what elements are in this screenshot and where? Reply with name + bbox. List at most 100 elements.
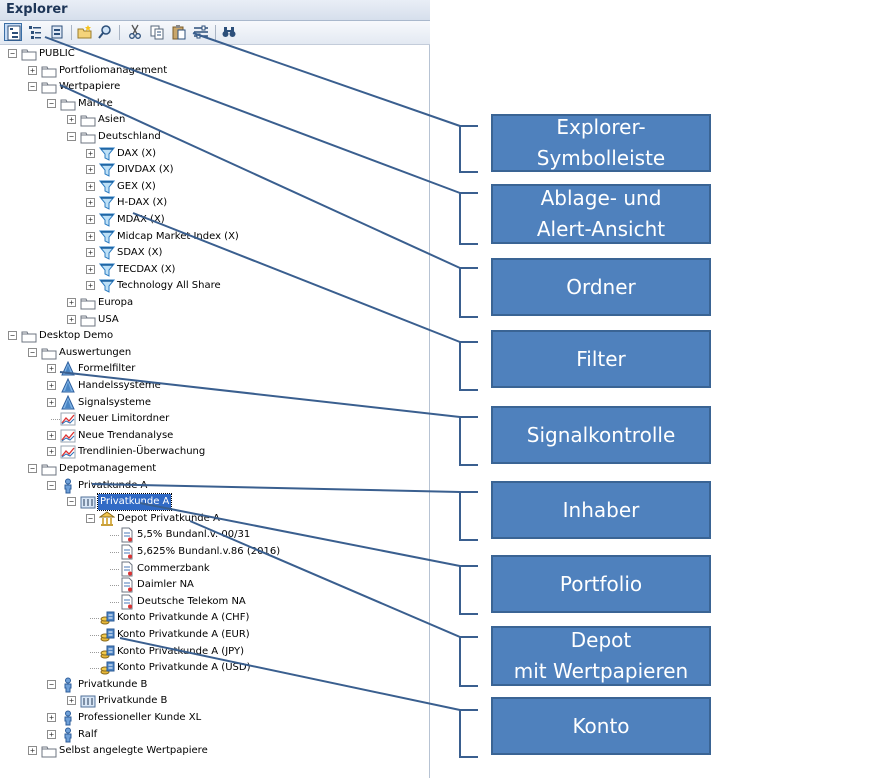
tree-row[interactable]: Konto Privatkunde A (CHF) <box>0 610 428 626</box>
tree-row[interactable]: −Depotmanagement <box>0 461 428 477</box>
expand-icon[interactable]: + <box>86 215 95 224</box>
collapse-icon[interactable]: − <box>67 497 76 506</box>
tree-row[interactable]: −Wertpapiere <box>0 79 428 95</box>
expand-icon[interactable]: + <box>67 315 76 324</box>
tree-row[interactable]: Konto Privatkunde A (USD) <box>0 660 428 676</box>
tree-row[interactable]: Konto Privatkunde A (JPY) <box>0 644 428 660</box>
paste-icon[interactable] <box>170 23 188 41</box>
tree-row[interactable]: −Desktop Demo <box>0 328 428 344</box>
expand-icon[interactable]: + <box>47 398 56 407</box>
tree-item-label: Deutsche Telekom NA <box>137 596 246 607</box>
search-icon[interactable] <box>96 23 114 41</box>
tree-connector <box>110 585 119 586</box>
collapse-icon[interactable]: − <box>67 132 76 141</box>
tree-row[interactable]: +Technology All Share <box>0 278 428 294</box>
tree-row[interactable]: −Privatkunde B <box>0 677 428 693</box>
toolbar-separator <box>215 25 216 40</box>
tree-row[interactable]: Konto Privatkunde A (EUR) <box>0 627 428 643</box>
tree-row[interactable]: +H-DAX (X) <box>0 195 428 211</box>
tree-row[interactable]: +Selbst angelegte Wertpapiere <box>0 743 428 759</box>
tree-row[interactable]: +Asien <box>0 112 428 128</box>
tree-row[interactable]: − Deutschland <box>0 129 428 145</box>
tree-view-icon[interactable] <box>4 23 22 41</box>
folder-icon <box>41 743 57 759</box>
copy-icon[interactable] <box>148 23 166 41</box>
expand-icon[interactable]: + <box>86 149 95 158</box>
list-view-icon[interactable] <box>26 23 44 41</box>
expand-icon[interactable]: + <box>47 381 56 390</box>
collapse-icon[interactable]: − <box>28 464 37 473</box>
tree-row[interactable]: +Professioneller Kunde XL <box>0 710 428 726</box>
filter-icon <box>98 195 116 211</box>
tree-row[interactable]: +Midcap Market Index (X) <box>0 229 428 245</box>
tree-row[interactable]: −Depot Privatkunde A <box>0 511 428 527</box>
tree-row[interactable]: +SDAX (X) <box>0 245 428 261</box>
expand-icon[interactable]: + <box>86 248 95 257</box>
expand-icon[interactable]: + <box>47 713 56 722</box>
new-folder-icon[interactable] <box>76 23 94 41</box>
tree-row[interactable]: Deutsche Telekom NA <box>0 594 428 610</box>
expand-icon[interactable]: + <box>67 696 76 705</box>
callout-text: Ablage- und <box>540 186 662 210</box>
tree-row[interactable]: +Handelssysteme <box>0 377 428 394</box>
expand-icon[interactable]: + <box>86 232 95 241</box>
cut-icon[interactable] <box>126 23 144 41</box>
tree-row[interactable]: +Portfoliomanagement <box>0 63 428 79</box>
collapse-icon[interactable]: − <box>8 49 17 58</box>
storage-view-icon[interactable] <box>48 23 66 41</box>
find-icon[interactable] <box>220 23 238 41</box>
tree-row[interactable]: +GEX (X) <box>0 179 428 195</box>
tree-connector <box>90 652 99 653</box>
tree-item-label: Commerzbank <box>137 563 210 574</box>
tree-row[interactable]: +Formelfilter <box>0 360 428 377</box>
expand-icon[interactable]: + <box>67 115 76 124</box>
tree-row[interactable]: +Privatkunde B <box>0 693 428 709</box>
tree-item-label: USA <box>98 314 119 325</box>
callout-text: Konto <box>572 713 630 738</box>
tree-row[interactable]: −PUBLIC <box>0 46 428 62</box>
expand-icon[interactable]: + <box>67 298 76 307</box>
folder-icon <box>41 345 57 361</box>
tree-row[interactable]: Commerzbank <box>0 561 428 577</box>
tree-row[interactable]: Neuer Limitordner <box>0 411 428 427</box>
collapse-icon[interactable]: − <box>28 82 37 91</box>
collapse-icon[interactable]: − <box>47 481 56 490</box>
tree-row[interactable]: 5,5% Bundanl.v. 00/31 <box>0 527 428 543</box>
expand-icon[interactable]: + <box>47 447 56 456</box>
tree-row[interactable]: +Ralf <box>0 727 428 743</box>
tree-row[interactable]: Daimler NA <box>0 577 428 593</box>
tree-row[interactable]: +DIVDAX (X) <box>0 162 428 178</box>
expand-icon[interactable]: + <box>47 431 56 440</box>
tree-row[interactable]: 5,625% Bundanl.v.86 (2016) <box>0 544 428 560</box>
tree-row[interactable]: −Privatkunde A <box>0 478 428 494</box>
tree-row[interactable]: −Privatkunde A <box>0 493 428 511</box>
properties-icon[interactable] <box>192 23 210 41</box>
tree-row[interactable]: +Trendlinien-Überwachung <box>0 444 428 460</box>
expand-icon[interactable]: + <box>28 746 37 755</box>
tree-row[interactable]: +DAX (X) <box>0 146 428 162</box>
tree-row[interactable]: + USA <box>0 312 428 328</box>
expand-icon[interactable]: + <box>47 730 56 739</box>
collapse-icon[interactable]: − <box>28 348 37 357</box>
tree-row[interactable]: +Neue Trendanalyse <box>0 428 428 444</box>
portfolio-icon <box>80 693 96 709</box>
collapse-icon[interactable]: − <box>86 514 95 523</box>
expand-icon[interactable]: + <box>86 182 95 191</box>
tree-row[interactable]: +MDAX (X) <box>0 212 428 228</box>
tree-item-label: Deutschland <box>98 131 161 142</box>
collapse-icon[interactable]: − <box>47 680 56 689</box>
explorer-tree[interactable]: −PUBLIC+Portfoliomanagement−Wertpapiere−… <box>0 45 430 778</box>
collapse-icon[interactable]: − <box>47 99 56 108</box>
tree-row[interactable]: +Europa <box>0 295 428 311</box>
tree-row[interactable]: +TECDAX (X) <box>0 262 428 278</box>
expand-icon[interactable]: + <box>86 165 95 174</box>
tree-row[interactable]: −Märkte <box>0 96 428 112</box>
expand-icon[interactable]: + <box>28 66 37 75</box>
expand-icon[interactable]: + <box>47 364 56 373</box>
expand-icon[interactable]: + <box>86 265 95 274</box>
tree-row[interactable]: +Signalsysteme <box>0 394 428 411</box>
collapse-icon[interactable]: − <box>8 331 17 340</box>
tree-row[interactable]: −Auswertungen <box>0 345 428 361</box>
expand-icon[interactable]: + <box>86 198 95 207</box>
expand-icon[interactable]: + <box>86 281 95 290</box>
